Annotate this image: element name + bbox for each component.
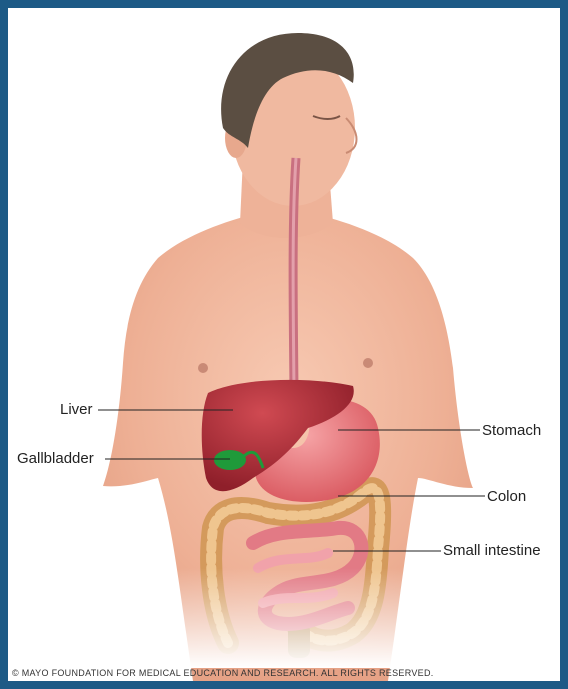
illustration-frame: Liver Gallbladder Stomach Colon Small in…: [8, 8, 560, 681]
gallbladder-label: Gallbladder: [17, 451, 94, 466]
stomach-label: Stomach: [482, 423, 541, 438]
gallbladder: [214, 450, 246, 470]
nipple-left: [198, 363, 208, 373]
copyright-notice: © MAYO FOUNDATION FOR MEDICAL EDUCATION …: [12, 668, 434, 678]
liver-label: Liver: [60, 402, 93, 417]
small-intestine-label: Small intestine: [443, 543, 541, 558]
nipple-right: [363, 358, 373, 368]
bottom-fade: [8, 568, 560, 668]
colon-label: Colon: [487, 489, 526, 504]
digestive-system-illustration: [8, 8, 560, 681]
